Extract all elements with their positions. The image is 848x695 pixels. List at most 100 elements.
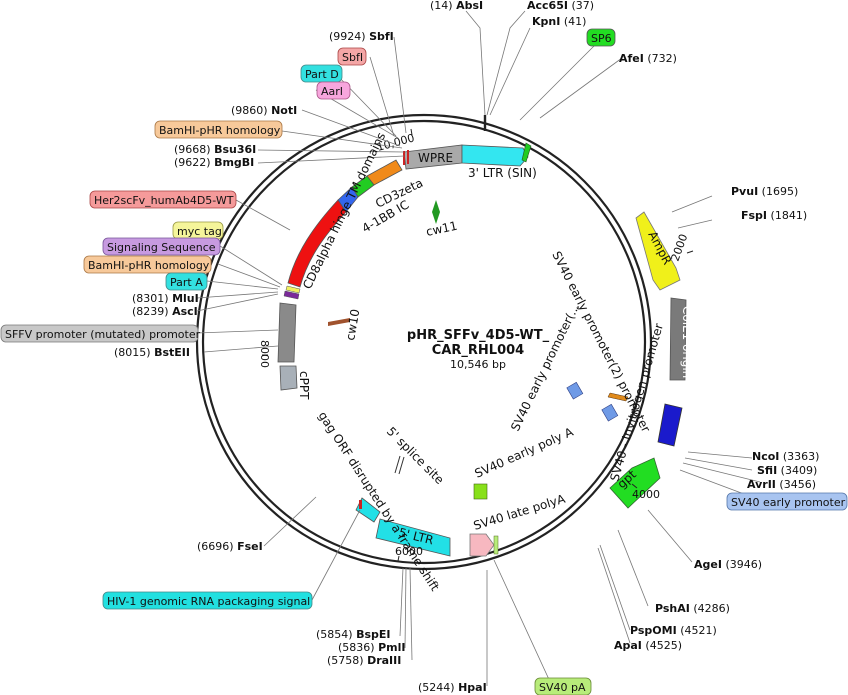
label-wpre: WPRE: [418, 151, 453, 165]
feature-sbfI-mark: [407, 150, 409, 164]
enzyme-avrii[interactable]: AvrII (3456): [747, 478, 816, 491]
feature-notI-mark: [403, 151, 405, 165]
label-cw11: cw11: [425, 219, 459, 239]
plasmid-size: 10,546 bp: [450, 358, 506, 371]
label-sv40-early-poly-a: SV40 early poly A: [473, 424, 576, 480]
sffv-box[interactable]: [0, 324, 199, 343]
sv40-pa-box[interactable]: [534, 677, 592, 695]
bamhi-label-2: BamHI-pHR homology: [88, 259, 210, 272]
feature-cole1[interactable]: [669, 297, 687, 381]
bamhi-box-2[interactable]: [83, 255, 212, 274]
part-d-label: Part D: [305, 68, 339, 81]
sv40-early-label: SV40 early promoter: [731, 496, 846, 509]
feature-sv40-early-promoter-b[interactable]: [601, 403, 619, 422]
leader-lines: [196, 10, 761, 687]
feature-splice-1: [394, 455, 401, 474]
feature-sv40-pa-marker[interactable]: [493, 535, 499, 555]
part-a-label: Part A: [170, 276, 203, 289]
label-cd8: CD8alpha hinge TM domains: [300, 130, 388, 291]
boxed-labels: SP6 SbfI Part D AarI BamHI-pHR homology …: [0, 28, 848, 695]
enzyme-bsteii[interactable]: (8015) BstEII: [114, 346, 190, 359]
aari-label: AarI: [321, 85, 343, 98]
label-5-splice: 5' splice site: [384, 424, 447, 487]
enzyme-sbfi[interactable]: (9924) SbfI: [329, 30, 394, 43]
feature-sv40-early-poly-a[interactable]: [473, 483, 488, 500]
signal-box[interactable]: [102, 237, 221, 256]
aari-box[interactable]: [316, 81, 351, 100]
tick-2000-mark: [686, 250, 694, 254]
label-cw10: cw10: [343, 308, 362, 342]
myc-label: myc tag: [177, 225, 222, 238]
enzyme-ncoi[interactable]: NcoI (3363): [752, 450, 819, 463]
enzyme-absi[interactable]: (14) AbsI: [430, 0, 483, 12]
enzyme-bsu36i[interactable]: (9668) Bsu36I: [174, 143, 256, 156]
enzyme-asci[interactable]: (8239) AscI: [132, 305, 198, 318]
feature-ampr[interactable]: [635, 211, 681, 291]
enzyme-draiii[interactable]: (5758) DraIII: [327, 654, 401, 667]
feature-myc-tag[interactable]: [285, 285, 301, 294]
tick-6000: 6000: [395, 545, 423, 558]
feature-sv40-invitrogen[interactable]: [657, 403, 683, 447]
feature-signal-seq[interactable]: [283, 290, 300, 300]
sv40-early-box[interactable]: [726, 492, 848, 511]
her2-box[interactable]: [89, 190, 237, 209]
feature-gag-mark: [359, 500, 362, 509]
enzyme-pshai[interactable]: PshAI (4286): [655, 602, 730, 615]
enzyme-bspei[interactable]: (5854) BspEI: [316, 628, 391, 641]
plasmid-name-line2: CAR_RHL004: [432, 343, 524, 358]
enzyme-apai[interactable]: ApaI (4525): [614, 639, 682, 652]
tick-8000: 8000: [258, 340, 271, 368]
feature-cppt[interactable]: [279, 365, 298, 391]
part-a-box[interactable]: [165, 272, 208, 291]
enzyme-acc65i[interactable]: Acc65I (37): [527, 0, 594, 12]
enzyme-fspi[interactable]: FspI (1841): [741, 209, 807, 222]
sbfi-box[interactable]: [337, 47, 367, 66]
sffv-label: SFFV promoter (mutated) promoter: [5, 328, 201, 341]
enzyme-hpai[interactable]: (5244) HpaI: [418, 681, 487, 694]
feature-cw11[interactable]: [432, 200, 440, 224]
sp6-label: SP6: [591, 32, 612, 45]
label-sv40-ep-trunc: SV40 early promoter(...: [508, 301, 582, 434]
ring-features: [277, 142, 687, 557]
enzyme-pspomi[interactable]: PspOMI (4521): [630, 624, 717, 637]
enzyme-afei[interactable]: AfeI (732): [619, 52, 677, 65]
backbone-outer-ring: [195, 113, 653, 571]
feature-sv40-early-promoter-a[interactable]: [566, 381, 584, 400]
enzyme-agei[interactable]: AgeI (3946): [694, 558, 762, 571]
enzyme-pvui[interactable]: PvuI (1695): [731, 185, 798, 198]
tick-10000-mark: [410, 128, 413, 136]
feature-gpt[interactable]: [609, 457, 661, 509]
feature-cw10[interactable]: [328, 318, 350, 326]
feature-sp6-marker[interactable]: [521, 142, 532, 163]
feature-her2-scfv[interactable]: [287, 199, 347, 288]
enzyme-pmli[interactable]: (5836) PmlI: [338, 641, 405, 654]
label-gag-orf: gag ORF disrupted by a frame shift: [315, 409, 442, 594]
enzyme-noti[interactable]: (9860) NotI: [231, 104, 297, 117]
enzyme-fsei[interactable]: (6696) FseI: [197, 540, 263, 553]
signal-label: Signaling Sequence: [107, 241, 216, 254]
feature-splice-2: [398, 456, 405, 475]
plasmid-title: pHR_SFFv_4D5-WT_ CAR_RHL004 10,546 bp: [407, 328, 550, 371]
tick-6000-mark: [397, 555, 400, 562]
bamhi-box-1[interactable]: [154, 120, 283, 139]
hiv-label: HIV-1 genomic RNA packaging signal: [107, 595, 310, 608]
label-3ltr: 3' LTR (SIN): [468, 166, 537, 180]
feature-sffv-promoter[interactable]: [277, 302, 297, 363]
feature-3ltr[interactable]: [461, 144, 529, 167]
sp6-box[interactable]: [586, 28, 616, 47]
feature-5ltr[interactable]: [375, 518, 451, 557]
enzyme-mlui[interactable]: (8301) MluI: [132, 292, 199, 305]
enzyme-sfii[interactable]: SfiI (3409): [757, 464, 817, 477]
enzyme-bmgbi[interactable]: (9622) BmgBI: [174, 156, 254, 169]
enzyme-kpni[interactable]: KpnI (41): [532, 15, 586, 28]
label-cppt: cPPT: [297, 371, 311, 400]
backbone-inner-ring: [201, 119, 647, 565]
hiv-box[interactable]: [102, 591, 313, 610]
sv40-pa-label: SV40 pA: [539, 681, 586, 694]
bamhi-label-1: BamHI-pHR homology: [159, 124, 281, 137]
label-cole1: ColE1 origin: [680, 306, 694, 378]
feature-orange-marker: [607, 392, 629, 402]
feature-sv40-late-polya[interactable]: [469, 533, 495, 557]
